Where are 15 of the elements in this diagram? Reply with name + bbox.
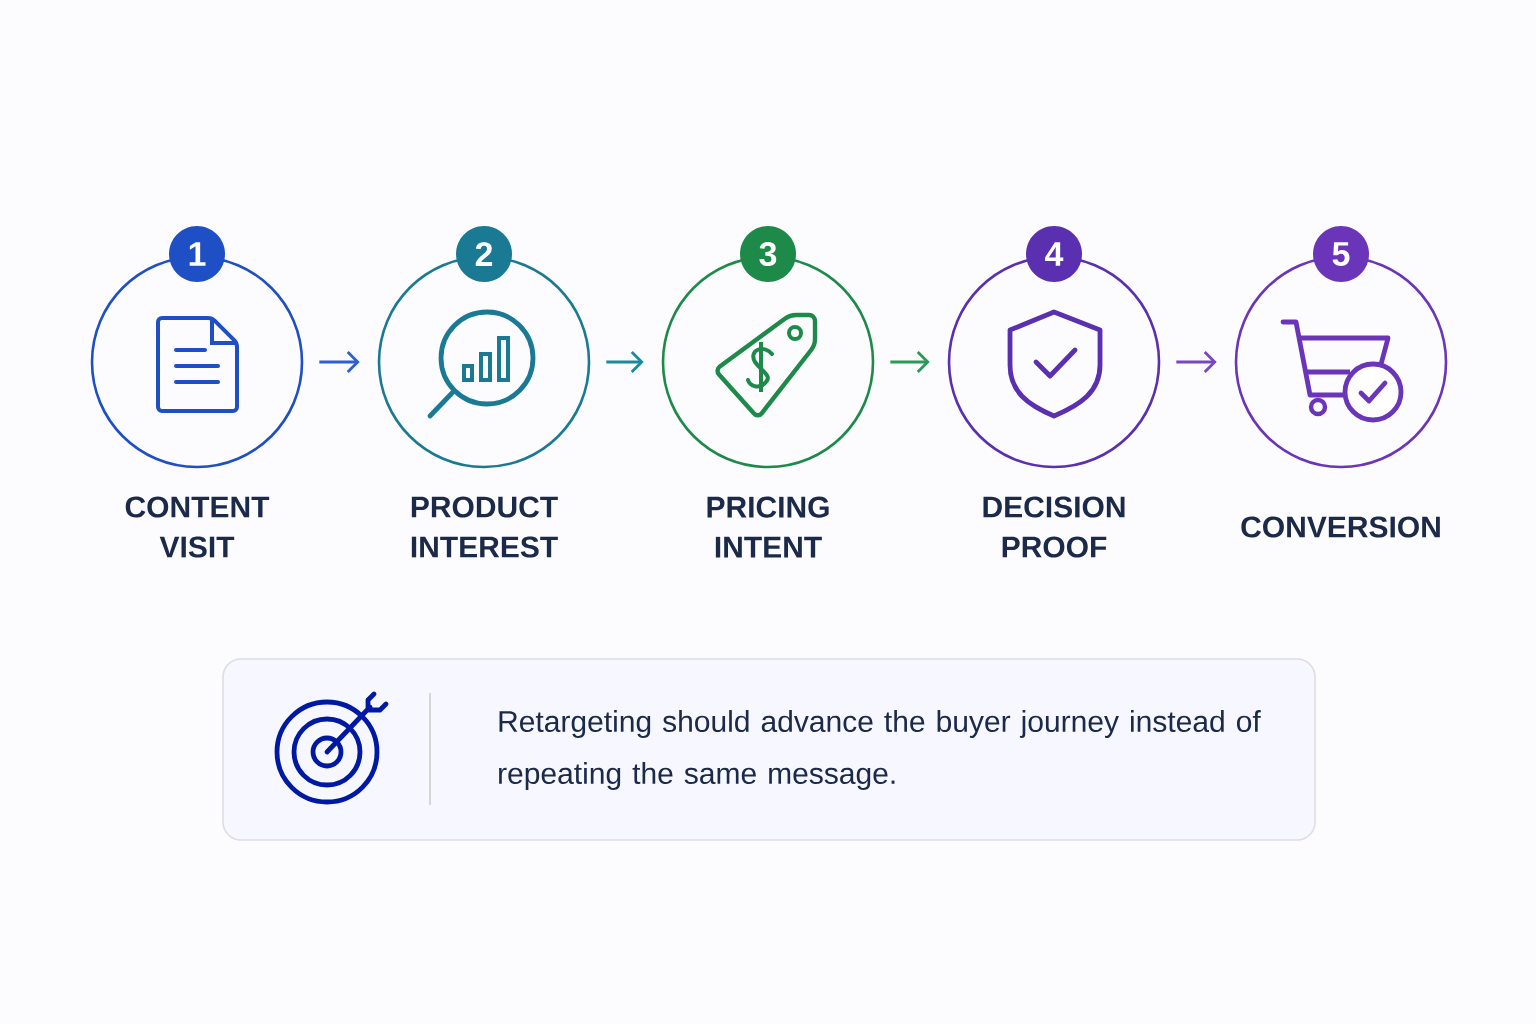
callout-box: Retargeting should advance the buyer journey instead of repeating the same message. [222,658,1316,841]
number-badge: 4 [1026,226,1082,282]
step-label: DECISION PROOF [983,496,1125,558]
arrow [890,351,930,373]
step-label: CONVERSION [1241,516,1440,538]
step-label: PRICING INTENT [707,496,829,558]
arrow [606,351,644,373]
number-badge: 2 [456,226,512,282]
number-badge: 3 [740,226,796,282]
number-badge: 5 [1313,226,1369,282]
number-badge: 1 [169,226,225,282]
arrow [319,351,360,373]
step-label: PRODUCT INTEREST [411,496,558,558]
arrow [1176,351,1217,373]
step-label: CONTENT VISIT [125,496,270,558]
